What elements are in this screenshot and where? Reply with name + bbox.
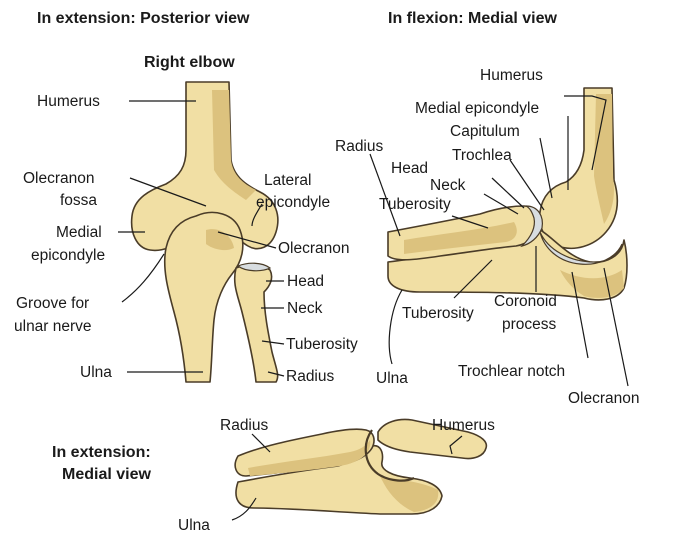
leader-flex-head	[492, 178, 524, 208]
label-post-lateral-epicondyle-2: epicondyle	[256, 194, 330, 211]
label-post-medial-epicondyle-2: epicondyle	[31, 247, 105, 264]
label-flex-ulna: Ulna	[376, 370, 408, 387]
label-post-medial-epicondyle-1: Medial	[56, 224, 102, 241]
label-flex-neck: Neck	[430, 177, 466, 194]
leader-flex-trochlea	[510, 160, 544, 210]
heading-flexion-medial-view: In flexion: Medial view	[388, 10, 557, 27]
label-post-ulna: Ulna	[80, 364, 112, 381]
label-post-head: Head	[287, 273, 324, 290]
label-flex-tuberosity-lower: Tuberosity	[402, 305, 474, 322]
label-post-olecranon: Olecranon	[278, 240, 350, 257]
heading-extension-medial-line1: In extension:	[52, 444, 151, 461]
leader-flex-ulna	[389, 290, 402, 364]
label-post-neck: Neck	[287, 300, 323, 317]
heading-right-elbow: Right elbow	[144, 54, 235, 71]
label-flex-tuberosity-upper: Tuberosity	[379, 196, 451, 213]
label-post-radius: Radius	[286, 368, 334, 385]
label-post-groove-2: ulnar nerve	[14, 318, 92, 335]
label-flex-radius: Radius	[335, 138, 383, 155]
label-ext-radius: Radius	[220, 417, 268, 434]
label-flex-olecranon: Olecranon	[568, 390, 640, 407]
label-ext-ulna: Ulna	[178, 517, 210, 534]
label-post-lateral-epicondyle-1: Lateral	[264, 172, 311, 189]
label-post-humerus: Humerus	[37, 93, 100, 110]
label-ext-humerus: Humerus	[432, 417, 495, 434]
heading-posterior-view: In extension: Posterior view	[37, 10, 250, 27]
flexion-view-bones	[388, 88, 627, 300]
label-flex-trochlea: Trochlea	[452, 147, 512, 164]
posterior-ulna	[165, 212, 243, 382]
leader-post-groove	[122, 254, 164, 302]
label-flex-humerus: Humerus	[480, 67, 543, 84]
label-post-olecranon-fossa-1: Olecranon	[23, 170, 95, 187]
label-post-groove-1: Groove for	[16, 295, 89, 312]
label-post-tuberosity: Tuberosity	[286, 336, 358, 353]
posterior-radius	[235, 265, 278, 382]
posterior-view-bones	[132, 82, 278, 382]
label-flex-medial-epicondyle: Medial epicondyle	[415, 100, 539, 117]
label-flex-head: Head	[391, 160, 428, 177]
leader-flex-capitulum	[540, 138, 552, 198]
label-flex-capitulum: Capitulum	[450, 123, 520, 140]
label-flex-trochlear-notch: Trochlear notch	[458, 363, 565, 380]
label-post-olecranon-fossa-2: fossa	[60, 192, 97, 209]
label-flex-coronoid-2: process	[502, 316, 557, 333]
label-flex-coronoid-1: Coronoid	[494, 293, 557, 310]
heading-extension-medial-line2: Medial view	[62, 466, 151, 483]
